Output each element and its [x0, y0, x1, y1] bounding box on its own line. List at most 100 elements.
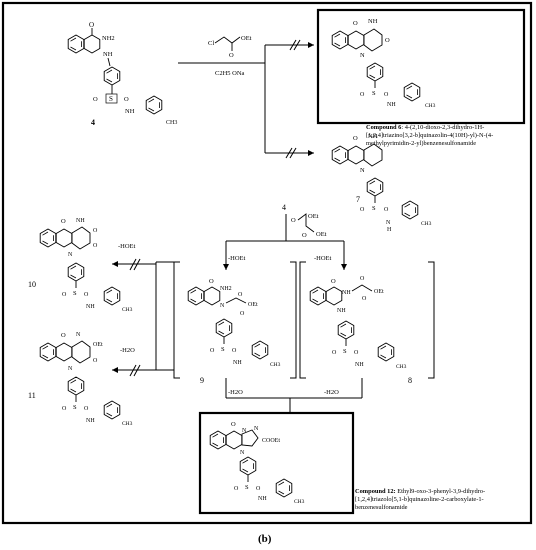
- svg-text:S: S: [73, 290, 77, 297]
- svg-text:O: O: [354, 350, 359, 356]
- svg-text:NH: NH: [86, 304, 95, 310]
- svg-text:O: O: [93, 228, 98, 234]
- svg-text:O: O: [93, 243, 98, 249]
- svg-text:O: O: [84, 292, 89, 298]
- svg-text:NH: NH: [337, 308, 346, 314]
- compound-7-label: 7: [356, 195, 360, 204]
- svg-text:O: O: [384, 207, 389, 213]
- compound-6-caption: Compound 6: 4-(2,10-dioxo-2,3-dihydro-1H…: [366, 124, 532, 148]
- svg-text:NH: NH: [233, 360, 242, 366]
- svg-text:O: O: [332, 350, 337, 356]
- svg-text:N: N: [254, 426, 259, 432]
- svg-text:NH2: NH2: [220, 286, 232, 292]
- panel-label: (b): [258, 533, 272, 545]
- svg-text:O: O: [302, 232, 307, 239]
- compound-12-caption: Compound 12: Ethyl9-oxo-3-phenyl-3,9-dih…: [355, 488, 533, 512]
- compound-12-structure: O N N COOEt N S O O NH CH3: [209, 421, 305, 505]
- compound-12-box: [198, 411, 355, 515]
- svg-text:H: H: [387, 227, 392, 233]
- svg-text:NH: NH: [258, 496, 267, 502]
- svg-text:O: O: [360, 207, 365, 213]
- svg-text:NH: NH: [368, 133, 378, 140]
- svg-text:COOEt: COOEt: [262, 438, 280, 444]
- svg-text:O: O: [240, 311, 245, 317]
- svg-text:-HOEt: -HOEt: [118, 243, 136, 250]
- compound-10-label: 10: [28, 280, 36, 289]
- svg-text:NH: NH: [355, 362, 364, 368]
- svg-text:CH3: CH3: [294, 499, 305, 505]
- svg-text:-H2O: -H2O: [324, 389, 339, 396]
- svg-text:-HOEt: -HOEt: [228, 255, 246, 262]
- svg-text:NH: NH: [103, 51, 113, 58]
- svg-text:NH: NH: [125, 108, 135, 115]
- compound-8-structure: O NH O OEt O NH S O O NH CH3 8: [309, 276, 412, 385]
- svg-text:O: O: [89, 21, 94, 29]
- compound-12-caption-text: Ethyl9-oxo-3-phenyl-3,9-dihydro-[1,2,4]t…: [355, 488, 486, 511]
- svg-text:NH: NH: [76, 218, 85, 224]
- svg-text:S: S: [245, 484, 249, 491]
- svg-text:OEt: OEt: [308, 213, 319, 220]
- svg-text:N: N: [240, 450, 245, 456]
- svg-text:O: O: [360, 92, 365, 98]
- svg-text:O: O: [360, 276, 365, 282]
- compound-11-structure: O N OEt O N S O O NH CH3 11: [28, 332, 133, 427]
- chloroacetate-reagent: Cl O OEt C2H5 ONa: [208, 35, 252, 77]
- svg-text:S: S: [372, 90, 376, 97]
- svg-text:O: O: [62, 292, 67, 298]
- svg-text:-HOEt: -HOEt: [314, 255, 332, 262]
- svg-text:NH: NH: [342, 290, 351, 296]
- compound-6-caption-title: Compound 6: [366, 124, 402, 131]
- compound-4-label: 4: [91, 118, 95, 127]
- svg-text:O: O: [232, 348, 237, 354]
- svg-text:O: O: [385, 37, 390, 44]
- svg-text:CH3: CH3: [421, 221, 432, 227]
- compound-12-caption-title: Compound 12:: [355, 488, 396, 495]
- svg-text:O: O: [291, 217, 296, 224]
- svg-text:CH3: CH3: [425, 103, 436, 109]
- svg-text:NH: NH: [86, 418, 95, 424]
- svg-text:S: S: [73, 404, 77, 411]
- svg-text:O: O: [93, 358, 98, 364]
- compound-9-label: 9: [200, 376, 204, 385]
- svg-text:O: O: [256, 486, 261, 492]
- svg-text:N: N: [360, 167, 365, 174]
- svg-text:O: O: [238, 292, 243, 298]
- compound-8-label: 8: [408, 376, 412, 385]
- svg-text:N: N: [242, 428, 247, 434]
- compound-10-structure: O NH O O N S O O NH CH3 10: [28, 218, 133, 313]
- svg-text:-H2O: -H2O: [120, 347, 135, 354]
- svg-text:N: N: [68, 252, 73, 258]
- svg-text:S: S: [372, 205, 376, 212]
- svg-text:OEt: OEt: [374, 289, 384, 295]
- svg-text:NH2: NH2: [102, 35, 115, 42]
- svg-text:N: N: [68, 366, 73, 372]
- svg-text:O: O: [93, 96, 98, 103]
- compound-6-structure: O NH O N S O O NH CH3: [331, 18, 436, 109]
- svg-text:O: O: [353, 20, 358, 27]
- svg-text:OEt: OEt: [316, 231, 327, 238]
- svg-text:4: 4: [282, 203, 286, 212]
- svg-text:N: N: [220, 303, 225, 309]
- svg-text:O: O: [62, 406, 67, 412]
- svg-text:N: N: [386, 220, 391, 226]
- svg-text:NH: NH: [368, 18, 378, 25]
- svg-text:O: O: [209, 278, 214, 285]
- compound-4-structure: O NH2 NH S O O NH CH3 4: [67, 21, 177, 127]
- svg-text:CH3: CH3: [270, 362, 281, 368]
- svg-text:O: O: [331, 278, 336, 285]
- compound-9-structure: O NH2 N O OEt O S O O NH CH3 9: [187, 278, 281, 385]
- svg-text:CH3: CH3: [166, 120, 177, 126]
- svg-text:OEt: OEt: [248, 302, 258, 308]
- svg-text:CH3: CH3: [122, 421, 133, 427]
- svg-text:OEt: OEt: [93, 342, 103, 348]
- svg-text:O: O: [84, 406, 89, 412]
- compound-6-caption-text: : 4-(2,10-dioxo-2,3-dihydro-1H-[1,2,4]tr…: [366, 124, 494, 147]
- svg-text:NH: NH: [387, 102, 396, 108]
- svg-text:O: O: [210, 348, 215, 354]
- svg-text:O: O: [61, 218, 66, 225]
- svg-text:S: S: [221, 346, 225, 353]
- diethyl-oxalate-reagent: 4 OEt O O OEt: [282, 203, 327, 239]
- compound-7-structure: O NH N S O O N H CH3 7: [331, 133, 432, 233]
- compound-11-label: 11: [28, 391, 36, 400]
